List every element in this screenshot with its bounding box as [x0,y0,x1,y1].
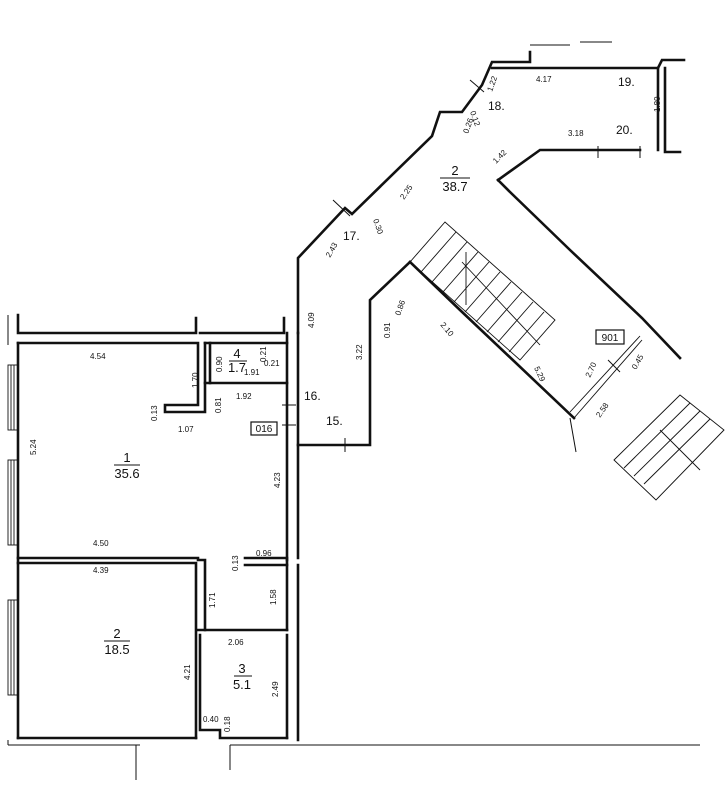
dim: 1.58 [269,589,278,605]
dim: 0.13 [231,555,240,571]
dim: 4.39 [93,566,109,575]
dim: 0.91 [383,322,392,338]
point-label-18: 18. [488,99,505,113]
stair-lower [569,335,725,501]
dim: 2.43 [324,241,340,259]
svg-text:016: 016 [256,424,273,435]
dim: 1.91 [244,368,260,377]
dim: 0.86 [393,298,407,316]
point-label-19: 19. [618,75,635,89]
room-number: 2 [113,626,120,641]
door-marks [282,41,641,453]
dim: 0.13 [150,405,159,421]
dim: 0.18 [223,716,232,732]
walls [16,50,686,742]
dimension-labels: 4.54 1.07 1.92 1.91 4.50 0.96 4.39 2.06 … [29,74,662,732]
point-labels: 15. 16. 17. 18. 19. 20. [304,75,635,428]
point-label-16: 16. [304,389,321,403]
dim: 3.22 [355,344,364,360]
dim: 0.45 [630,353,646,371]
point-label-20: 20. [616,123,633,137]
dim: 1.80 [653,96,662,112]
dim: 0.90 [215,356,224,372]
room-area: 18.5 [104,642,129,657]
dim: 2.10 [438,321,455,339]
room-2-label: 2 18.5 [104,626,130,657]
room-area: 5.1 [233,677,251,692]
dim: 1.07 [178,425,194,434]
dim: 0.21 [259,346,268,362]
dim: 4.54 [90,352,106,361]
svg-text:901: 901 [602,333,619,344]
dim: 4.17 [536,75,552,84]
dim: 0.81 [214,397,223,413]
dim: 2.25 [398,183,415,201]
room-3-label: 3 5.1 [233,661,252,692]
boxed-label-901: 901 [595,329,625,345]
room-number: 1 [123,450,130,465]
dim: 0.30 [371,218,385,236]
room-area: 38.7 [442,179,467,194]
stair-upper [409,221,556,361]
corridor-label: 2 38.7 [440,163,470,194]
room-1-label: 1 35.6 [114,450,140,481]
dim: 3.18 [568,129,584,138]
point-label-15: 15. [326,414,343,428]
room-number: 2 [451,163,458,178]
room-number: 3 [238,661,245,676]
dim: 2.06 [228,638,244,647]
windows [7,315,700,780]
dim: 1.71 [208,592,217,608]
room-area: 35.6 [114,466,139,481]
point-label-17: 17. [343,229,360,243]
dim: 4.09 [307,312,316,328]
dim: 2.58 [594,401,611,419]
dim: 0.21 [264,359,280,368]
dim: 4.50 [93,539,109,548]
dim: 4.23 [273,472,282,488]
dim: 1.42 [491,148,509,166]
room-area: 1.7 [228,360,246,375]
dim: 2.70 [584,360,599,378]
dim: 5.24 [29,439,38,455]
dim: 2.49 [271,681,280,697]
room-4-label: 4 1.7 [228,346,247,375]
dim: 1.70 [191,372,200,388]
room-number: 4 [233,346,240,361]
dim: 1.22 [485,74,499,92]
dim: 0.40 [203,715,219,724]
dim: 1.92 [236,392,252,401]
dim: 0.96 [256,549,272,558]
boxed-label-016: 016 [250,421,278,436]
dim: 4.21 [183,664,192,680]
